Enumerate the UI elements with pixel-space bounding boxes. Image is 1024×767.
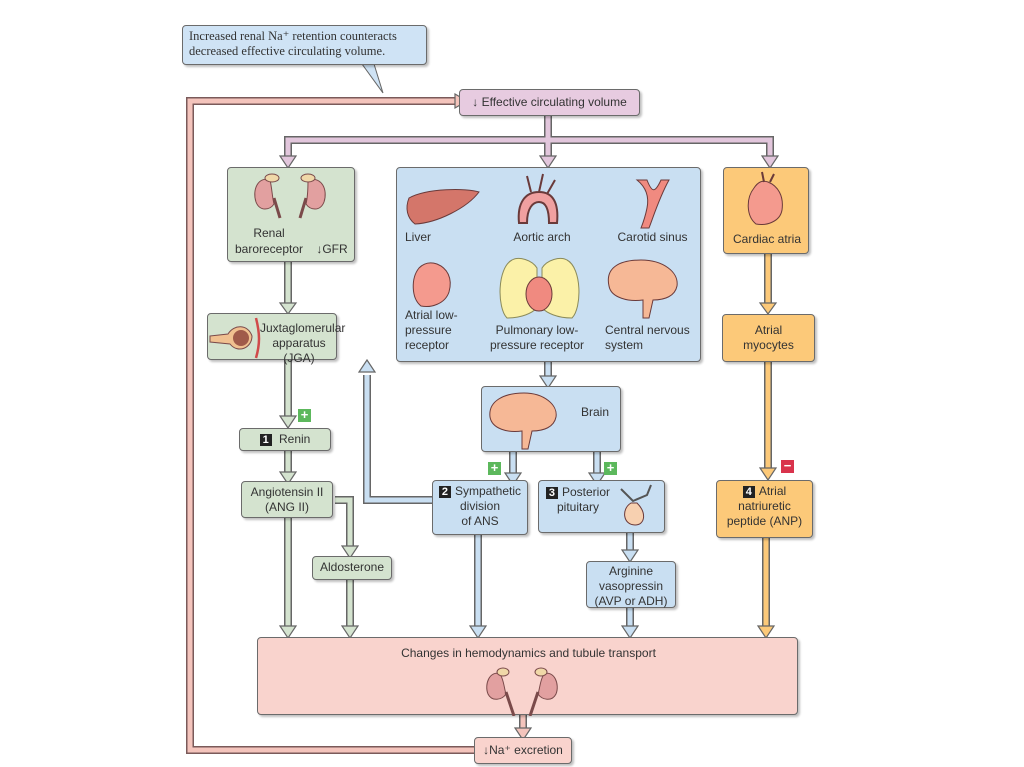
callout-line-2: decreased effective circulating volume. (189, 44, 386, 58)
brain-node: Brain (481, 386, 621, 452)
down-arrow-icon: ↓ (483, 743, 490, 757)
hemodynamics-label: Changes in hemodynamics and tubule trans… (401, 646, 656, 660)
carotid-sinus-icon (635, 179, 670, 229)
avp-node: Arginine vasopressin (AVP or ADH) (586, 561, 676, 608)
heart-icon (747, 171, 783, 225)
hemodynamics-tubule-transport-node: Changes in hemodynamics and tubule trans… (257, 637, 798, 716)
cardiac-atria-label: Cardiac atria (732, 232, 802, 246)
renin-node: 1 Renin (239, 428, 331, 451)
brain-icon (489, 392, 557, 450)
gfr-label: ↓GFR (316, 242, 348, 256)
baroreceptor-label: baroreceptor (234, 242, 304, 256)
step-4-badge: 4 (742, 486, 755, 498)
kidneys-icon (254, 173, 326, 219)
liver-icon (406, 189, 480, 225)
cns-label: Central nervous system (605, 323, 690, 352)
kidneys-icon (486, 667, 558, 716)
liver-label: Liver (405, 230, 432, 244)
callout-note: Increased renal Na⁺ retention counteract… (182, 25, 427, 65)
pituitary-gland-icon (620, 484, 652, 526)
cardiac-atria-node: Cardiac atria (723, 167, 809, 254)
step-1-badge: 1 (259, 434, 272, 446)
heart-icon (412, 262, 451, 307)
brain-label: Brain (580, 405, 609, 419)
jga-node: Juxtaglomerular apparatus (JGA) (207, 313, 345, 365)
brain-icon (607, 259, 678, 319)
renal-label: Renal (253, 226, 285, 240)
na-excretion-label: Na⁺ excretion (489, 743, 563, 757)
na-excretion-node: ↓Na⁺ excretion (474, 737, 572, 764)
callout-line-1: Increased renal Na⁺ retention counteract… (189, 29, 397, 43)
effective-circulating-volume-node: ↓ Effective circulating volume (459, 89, 640, 116)
aortic-arch-label: Aortic arch (513, 230, 571, 244)
organ-icons (406, 173, 678, 319)
angiotensin-ii-node: Angiotensin II (ANG II) (241, 481, 333, 518)
renal-baroreceptor-node: Renal baroreceptor ↓GFR (227, 167, 355, 262)
sensors-panel: Liver Aortic arch Carotid sinus Atrial l… (396, 167, 701, 362)
plus-sign-icon: + (604, 461, 617, 475)
jga-label: Juxtaglomerular apparatus (JGA) (260, 321, 346, 365)
renin-label: Renin (278, 432, 311, 446)
carotid-sinus-label: Carotid sinus (617, 230, 688, 244)
lungs-heart-icon (499, 257, 580, 319)
node-label: Effective circulating volume (481, 95, 627, 109)
aortic-arch-icon (517, 173, 559, 224)
glomerulus-icon (209, 317, 261, 359)
step-2-badge: 2 (438, 486, 451, 498)
distribution-arrow (284, 116, 774, 158)
aldosterone-node: Aldosterone (312, 556, 392, 580)
step-3-badge: 3 (545, 487, 558, 499)
down-arrow-icon: ↓ (472, 95, 479, 109)
pulmonary-label: Pulmonary low- pressure receptor (489, 323, 585, 352)
plus-sign-icon: + (488, 461, 501, 475)
atrial-low-pressure-label: Atrial low- pressure receptor (405, 308, 458, 352)
atrial-myocytes-node: Atrial myocytes (722, 314, 815, 362)
plus-sign-icon: + (298, 408, 311, 422)
callout-pointer (361, 63, 384, 94)
minus-sign-icon: − (781, 459, 794, 473)
